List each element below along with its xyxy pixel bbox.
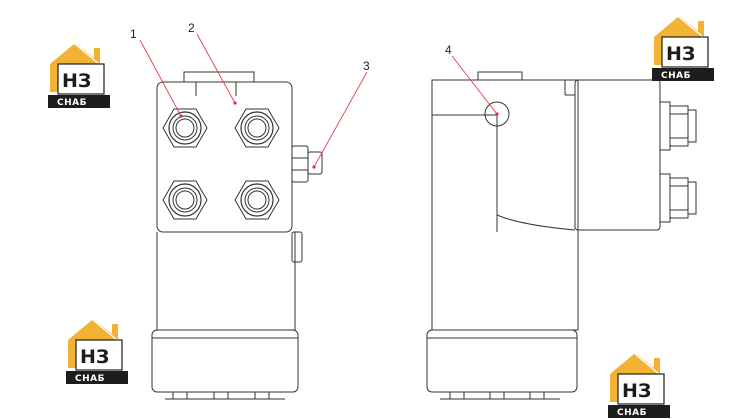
logo-text-top: НЗ <box>622 380 651 402</box>
logo-text-bottom: СНАБ <box>617 408 647 418</box>
leader-dots <box>179 101 499 169</box>
logo-text-top: НЗ <box>80 346 109 368</box>
side-fittings <box>659 101 697 223</box>
callout-2: 2 <box>188 21 195 35</box>
callout-4: 4 <box>445 43 452 57</box>
logo-text-bottom: СНАБ <box>75 374 105 384</box>
logo-text-bottom: СНАБ <box>57 98 87 108</box>
front-view <box>151 71 303 400</box>
logo-bottom-right: НЗ СНАБ <box>607 351 671 419</box>
logo-top-right: НЗ СНАБ <box>651 14 715 82</box>
side-view <box>426 71 661 400</box>
logo-text-top: НЗ <box>666 43 695 65</box>
callout-1: 1 <box>130 27 137 41</box>
leader-lines <box>139 33 498 168</box>
logo-top-left: НЗ СНАБ <box>47 41 111 109</box>
logo-bottom-left: НЗ СНАБ <box>65 317 129 385</box>
callout-3: 3 <box>363 59 370 73</box>
logo-text-top: НЗ <box>62 70 91 92</box>
logo-text-bottom: СНАБ <box>661 71 691 81</box>
port-fittings <box>162 108 323 220</box>
